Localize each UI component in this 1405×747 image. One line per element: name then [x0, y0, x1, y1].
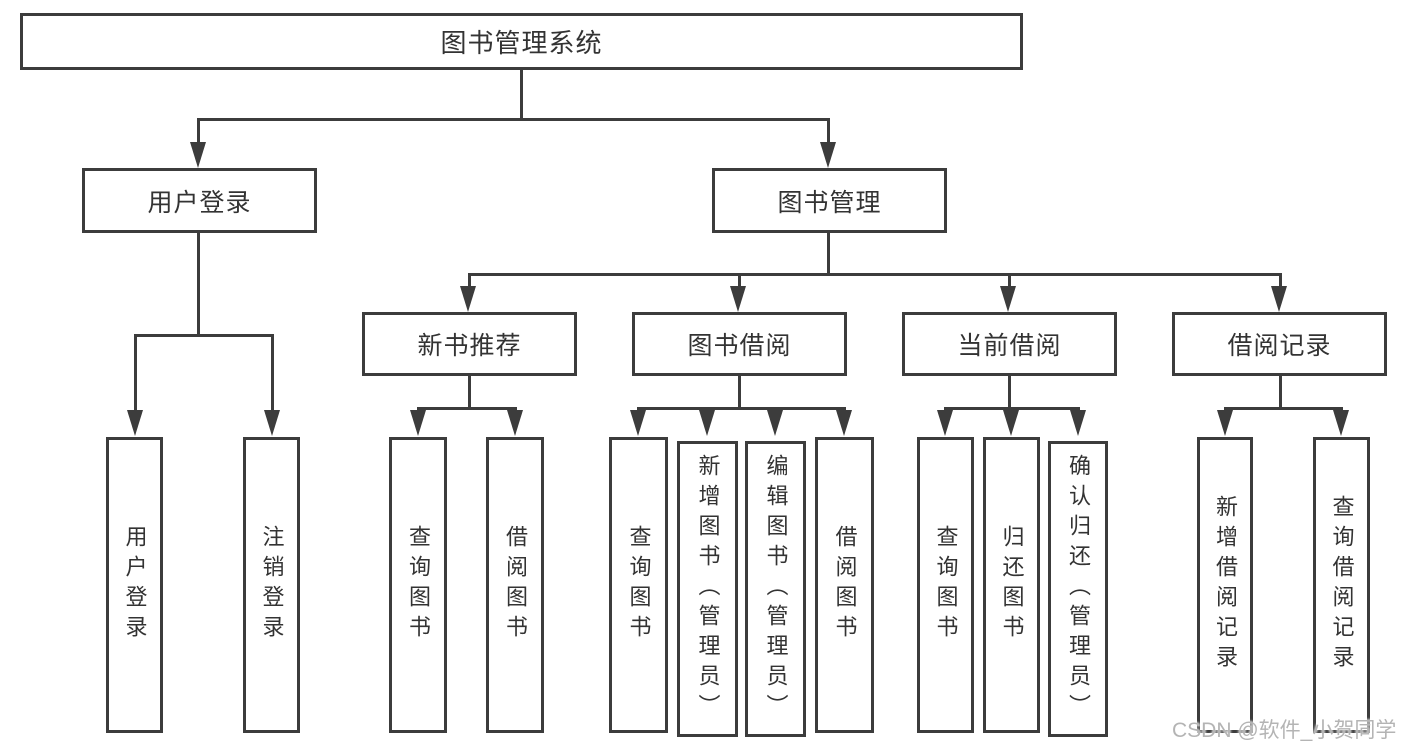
node-book-management: 图书管理: [712, 168, 947, 233]
arrow-down-icon: [1217, 410, 1233, 436]
arrow-down-icon: [1271, 286, 1287, 312]
node-leaf-logout: 注销登录: [243, 437, 300, 733]
arrow-down-icon: [264, 410, 280, 436]
connector-line: [134, 334, 274, 337]
connector-line: [134, 334, 137, 416]
connector-line: [417, 407, 517, 410]
connector-line: [738, 273, 741, 290]
arrow-down-icon: [190, 142, 206, 168]
node-current-borrowing: 当前借阅: [902, 312, 1117, 376]
node-leaf-add-books-admin: 新增图书（管理员）: [677, 441, 738, 737]
arrow-down-icon: [820, 142, 836, 168]
connector-line: [197, 118, 830, 121]
connector-line: [827, 233, 830, 276]
node-leaf-query-borrow-record: 查询借阅记录: [1313, 437, 1370, 733]
arrow-down-icon: [730, 286, 746, 312]
node-leaf-borrow-books-recommend: 借阅图书: [486, 437, 544, 733]
node-leaf-user-login: 用户登录: [106, 437, 163, 733]
arrow-down-icon: [937, 410, 953, 436]
connector-line: [468, 273, 471, 290]
arrow-down-icon: [836, 410, 852, 436]
connector-line: [738, 376, 741, 410]
node-leaf-query-books-recommend: 查询图书: [389, 437, 447, 733]
connector-line: [197, 118, 200, 146]
node-leaf-query-books-borrow: 查询图书: [609, 437, 668, 733]
connector-line: [468, 376, 471, 410]
node-leaf-return-books: 归还图书: [983, 437, 1040, 733]
connector-line: [520, 70, 523, 118]
node-leaf-edit-books-admin: 编辑图书（管理员）: [745, 441, 806, 737]
connector-line: [271, 334, 274, 416]
connector-line: [1279, 273, 1282, 290]
arrow-down-icon: [410, 410, 426, 436]
node-leaf-add-borrow-record: 新增借阅记录: [1197, 437, 1253, 733]
arrow-down-icon: [1003, 410, 1019, 436]
arrow-down-icon: [767, 410, 783, 436]
arrow-down-icon: [630, 410, 646, 436]
node-leaf-borrow-books: 借阅图书: [815, 437, 874, 733]
arrow-down-icon: [127, 410, 143, 436]
connector-line: [1224, 407, 1343, 410]
csdn-watermark: CSDN @软件_小贺同学: [1172, 719, 1397, 742]
arrow-down-icon: [1070, 410, 1086, 436]
node-leaf-query-books-current: 查询图书: [917, 437, 974, 733]
connector-line: [827, 118, 830, 146]
connector-line: [637, 407, 846, 410]
node-borrowing-records: 借阅记录: [1172, 312, 1387, 376]
node-leaf-confirm-return-admin: 确认归还（管理员）: [1048, 441, 1108, 737]
node-new-book-recommend: 新书推荐: [362, 312, 577, 376]
connector-line: [468, 273, 1281, 276]
node-root: 图书管理系统: [20, 13, 1023, 70]
arrow-down-icon: [1000, 286, 1016, 312]
node-book-borrowing: 图书借阅: [632, 312, 847, 376]
arrow-down-icon: [1333, 410, 1349, 436]
arrow-down-icon: [460, 286, 476, 312]
connector-line: [1279, 376, 1282, 410]
connector-line: [197, 233, 200, 337]
connector-line: [1008, 273, 1011, 290]
arrow-down-icon: [699, 410, 715, 436]
node-user-login: 用户登录: [82, 168, 317, 233]
connector-line: [1008, 376, 1011, 410]
arrow-down-icon: [507, 410, 523, 436]
